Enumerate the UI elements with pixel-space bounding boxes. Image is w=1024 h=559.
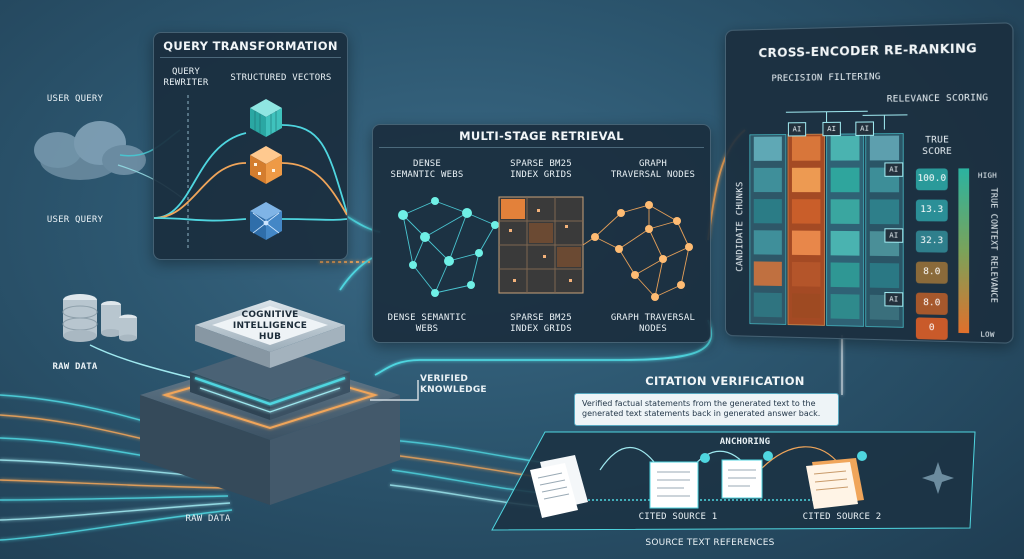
user-query-label-top: USER QUERY [46,94,104,104]
data-streams [0,394,233,541]
raw-data-label-left: RAW DATA [52,362,98,372]
relevance-scale-bar [958,168,970,334]
retrieval-bottom-label-sparse: SPARSE BM25 INDEX GRIDS [510,313,572,334]
cube-vector-teal [250,99,282,137]
multi-stage-retrieval-panel: MULTI-STAGE RETRIEVAL DENSE SEMANTIC WEB… [372,124,711,343]
anchoring-label: ANCHORING [719,437,771,447]
retrieval-network-graphics [398,196,693,301]
structured-vectors-label: STRUCTURED VECTORS [230,73,332,83]
sparse-bm25-grid [498,196,584,294]
retrieval-top-label-graph: GRAPH TRAVERSAL NODES [610,159,696,180]
true-score-value: 8.0 [915,261,948,284]
dense-semantic-web [402,200,496,294]
ai-chip: AI [822,121,841,137]
retrieval-top-label-dense: DENSE SEMANTIC WEBS [390,159,464,180]
ai-chip: AI [884,162,904,177]
retrieval-bottom-label-dense: DENSE SEMANTIC WEBS [387,313,467,334]
cube-vector-orange [250,146,282,184]
ai-chip: AI [855,121,874,136]
cited-source-1-label: CITED SOURCE 1 [638,512,718,522]
true-score-value: 13.3 [915,199,948,222]
user-query-label-bottom: USER QUERY [46,215,104,225]
raw-data-database-icon [62,294,201,381]
hub-label: COGNITIVE INTELLIGENCE HUB [232,310,308,342]
cognitive-hub-platform [140,300,419,505]
ai-chip: AI [787,122,807,137]
graph-traversal-nodes [582,204,690,298]
true-score-value: 8.0 [915,292,948,315]
ai-chip: AI [884,228,904,243]
true-score-value: 32.3 [915,230,948,253]
ai-chip: AI [884,291,904,307]
retrieval-bottom-label-graph: GRAPH TRAVERSAL NODES [610,313,696,334]
multi-stage-retrieval-title: MULTI-STAGE RETRIEVAL [459,129,624,143]
citation-plane [491,431,976,531]
query-transformation-title: QUERY TRANSFORMATION [163,39,338,53]
verified-knowledge-label: VERIFIED KNOWLEDGE [420,374,487,395]
query-transformation-panel: QUERY TRANSFORMATION QUERY REWRITER STRU… [153,32,348,260]
citation-verification-title: CITATION VERIFICATION [645,374,805,388]
query-vector-icons [154,95,347,248]
source-text-references-label: SOURCE TEXT REFERENCES [645,538,775,548]
query-rewriter-label: QUERY REWRITER [163,67,209,88]
user-query-cloud [34,121,186,201]
retrieval-top-label-sparse: SPARSE BM25 INDEX GRIDS [510,159,572,180]
true-score-value: 100.0 [915,168,948,191]
cited-source-2-label: CITED SOURCE 2 [802,512,882,522]
cross-encoder-reranking-panel: CROSS-ENCODER RE-RANKING PRECISION FILTE… [725,22,1014,344]
true-score-value: 0 [915,317,948,340]
citation-callout: Verified factual statements from the gen… [574,393,839,426]
cube-vector-blue [250,202,282,240]
raw-data-label-bottom: RAW DATA [185,514,231,524]
reranking-matrix [726,23,970,334]
